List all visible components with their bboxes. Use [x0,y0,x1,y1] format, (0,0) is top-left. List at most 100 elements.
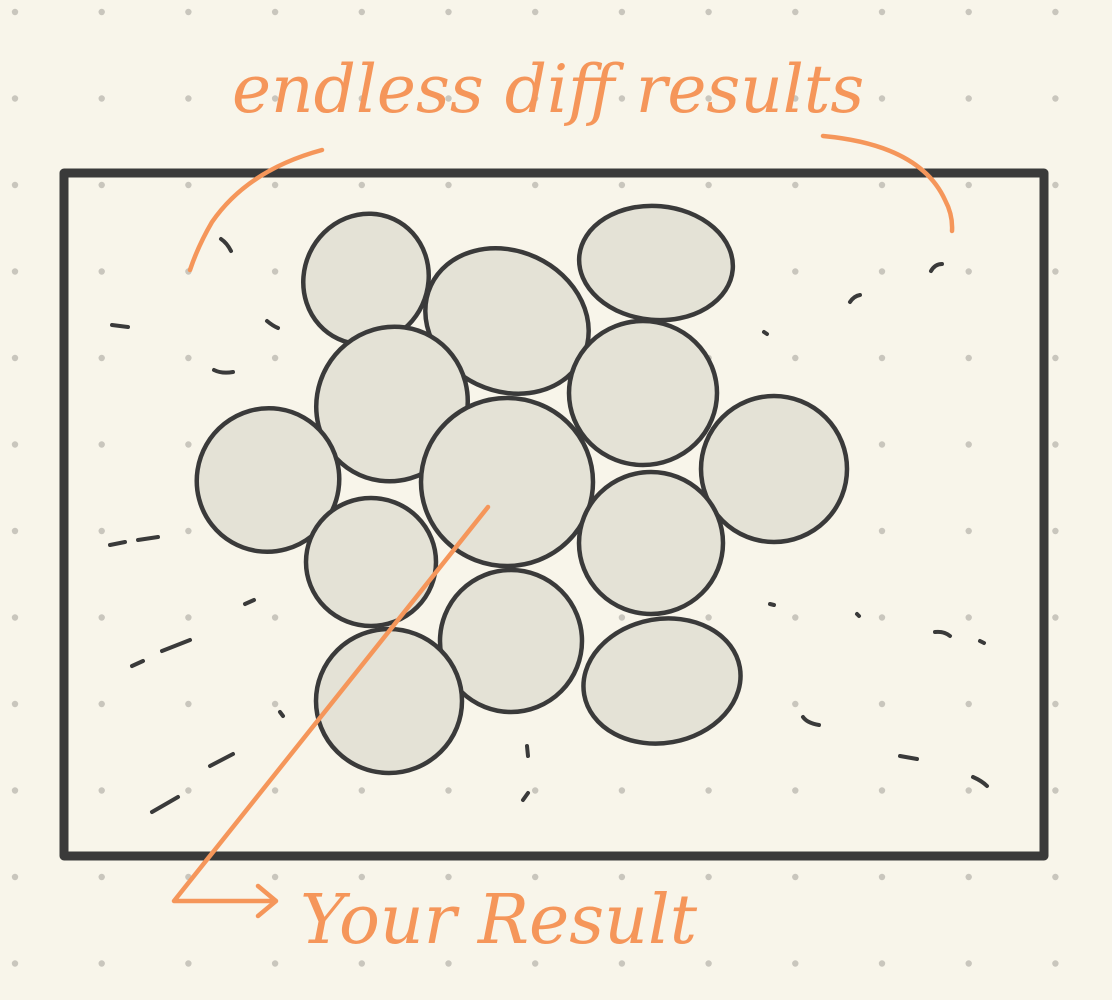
grid-dot [11,527,19,535]
grid-dot [98,700,105,708]
grid-dot [1052,95,1059,102]
grid-dot [185,787,192,794]
grid-dot [271,95,279,102]
grid-dot [878,181,886,189]
grid-dot [878,787,886,794]
grid-dot [878,700,886,708]
grid-dot [965,787,972,794]
grid-dot [532,960,539,967]
result-bubble [576,203,736,323]
grid-dot [965,268,972,275]
dash-mark [521,791,530,802]
grid-dot [358,873,365,881]
grid-dot [1052,354,1059,362]
grid-dot [792,960,799,967]
grid-dot [965,960,972,967]
dash-mark [978,639,986,645]
grid-dot [1052,268,1059,275]
grid-dot [98,960,105,967]
top-label: endless diff results [232,51,864,128]
grid-dot [271,8,279,16]
grid-dot [358,181,365,189]
grid-dot [185,181,192,189]
result-bubble [437,567,585,715]
grid-dot [532,181,539,189]
grid-dot [705,95,712,102]
grid-dot [705,8,712,16]
grid-dot [878,960,886,967]
grid-dot [271,873,279,881]
dash-mark [848,293,862,304]
grid-dot [878,8,886,16]
dash-mark [898,754,919,761]
grid-dot [618,960,626,967]
grid-dot [11,95,19,102]
grid-dot [358,8,365,16]
bottom-label: Your Result [300,881,698,960]
grid-dot [185,354,192,362]
grid-dot [11,960,19,967]
grid-dot [618,787,626,794]
grid-dot [445,873,452,881]
grid-dot [98,787,105,794]
grid-dot [1052,527,1059,535]
grid-dot [878,268,886,275]
dash-mark [243,598,256,606]
grid-dot [1052,614,1059,621]
dash-mark [130,659,145,668]
grid-dot [185,8,192,16]
result-bubble [418,395,596,569]
grid-dot [271,960,279,967]
grid-dot [532,95,539,102]
grid-dot [185,95,192,102]
grid-dot [965,700,972,708]
results-frame [59,168,1049,861]
result-bubble [566,318,720,468]
grid-dot [1052,700,1059,708]
grid-dot [1052,873,1059,881]
dash-mark [971,775,989,788]
result-pointer-line [171,504,491,904]
grid-dot [705,960,712,967]
grid-dot [445,181,452,189]
grid-dot [878,873,886,881]
grid-dot [532,873,539,881]
grid-dot [185,700,192,708]
dash-mark [278,710,285,718]
grid-dot [185,614,192,621]
dash-mark [929,262,944,273]
result-bubble [301,211,431,347]
dash-mark [855,612,861,618]
grid-dot [878,441,886,448]
grid-dot [11,614,19,621]
grid-dot [705,181,712,189]
grid-dot [965,441,972,448]
grid-dot [11,8,19,16]
grid-dot [792,95,799,102]
result-bubble [313,626,465,776]
dash-mark [768,602,776,607]
grid-dot [271,614,279,621]
dash-mark [933,629,952,638]
grid-dot [271,354,279,362]
grid-dot [358,95,365,102]
grid-dot [1052,960,1059,967]
grid-dot [792,268,799,275]
grid-dot [792,354,799,362]
grid-dot [1052,441,1059,448]
annotation-strokes [171,133,955,919]
grid-dot [11,181,19,189]
grid-dot [11,441,19,448]
grid-dot [11,268,19,275]
grid-dot [965,527,972,535]
dash-mark [219,237,233,253]
grid-dot [965,8,972,16]
grid-dot [532,8,539,16]
grid-dot [965,873,972,881]
grid-dot [878,354,886,362]
grid-dot [98,95,105,102]
grid-dot [618,614,626,621]
grid-dot [965,181,972,189]
